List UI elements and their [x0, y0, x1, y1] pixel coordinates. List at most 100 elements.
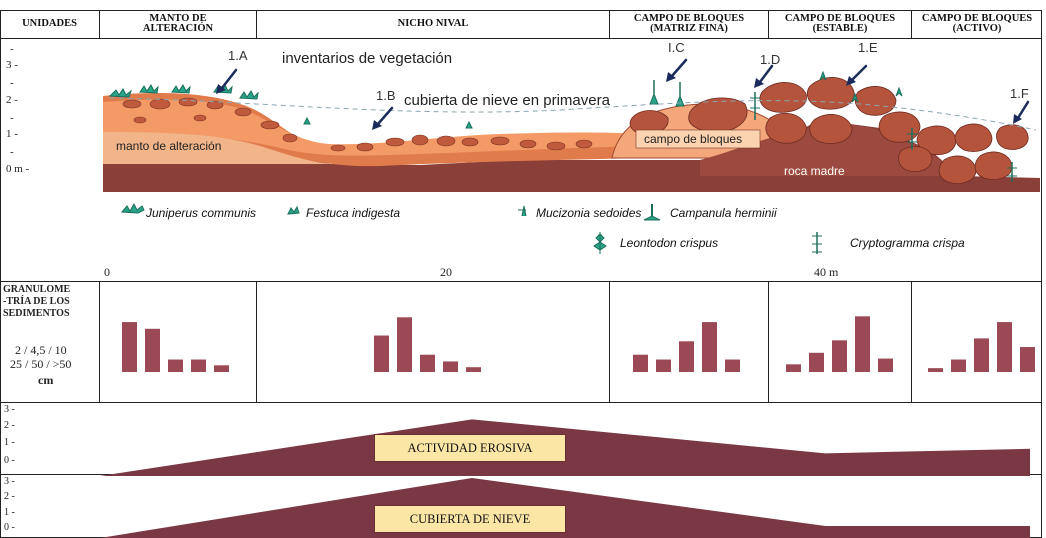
distance-20: 20 [440, 265, 452, 279]
mucizonia-icon [518, 205, 527, 217]
point-1b: 1.B [376, 88, 396, 103]
festuca-icon [287, 205, 300, 215]
gran-unit: cm [38, 373, 54, 387]
profile-y-3: 3 - [6, 59, 18, 71]
gran-bar-1-1 [397, 317, 412, 372]
profile-dash-1: - [10, 43, 14, 55]
header-units-label: UNIDADES [22, 18, 77, 29]
legend-leontodon: Leontodon crispus [620, 236, 719, 250]
gran-bar-1-4 [466, 367, 481, 372]
erosion-title: ACTIVIDAD EROSIVA [374, 434, 566, 462]
gran-bar-4-2 [974, 338, 989, 372]
legend-juniperus: Juniperus communis [146, 206, 257, 220]
gran-bar-2-0 [633, 354, 648, 372]
point-1f: 1.F [1010, 86, 1029, 101]
snow-title: CUBIERTA DE NIEVE [374, 505, 566, 533]
terrain-profile [103, 58, 1040, 192]
label-nieve: cubierta de nieve en primavera [404, 92, 610, 109]
distance-0: 0 [104, 265, 110, 279]
campo-label-box [635, 129, 761, 149]
erosion-y-1: 1 - [4, 437, 15, 448]
header-col-1-line1: NICHO NIVAL [397, 18, 469, 29]
gran-bar-4-3 [997, 322, 1012, 372]
profile-plants [108, 70, 1017, 182]
header-units: UNIDADES [0, 10, 99, 38]
profile-dash-3: - [10, 112, 14, 124]
header-col-3-line2: (ESTABLE) [812, 23, 868, 34]
erosion-y-0: 0 - [4, 455, 15, 466]
erosion-y-3: 3 - [4, 404, 15, 415]
header-col-1: NICHO NIVAL [257, 10, 609, 38]
juniperus-icon [120, 202, 145, 214]
gran-bar-3-0 [786, 364, 801, 372]
gran-classes-1: 2 / 4,5 / 10 [15, 343, 67, 357]
erosion-y-2: 2 - [4, 420, 15, 431]
header-col-4: CAMPO DE BLOQUES (ACTIVO) [912, 10, 1042, 38]
label-campo: campo de bloques [644, 132, 743, 146]
point-1c: I.C [668, 40, 685, 55]
gran-label-1: GRANULOME [3, 284, 71, 295]
boulders [629, 77, 1029, 184]
snow-y-1: 1 - [4, 507, 15, 518]
label-inventarios: inventarios de vegetación [282, 50, 453, 67]
manto-layer [103, 132, 330, 164]
header-col-4-line1: CAMPO DE BLOQUES [921, 13, 1033, 24]
profile-y-0: 0 m - [6, 163, 30, 175]
gran-bar-1-0 [374, 335, 389, 372]
gran-bar-3-3 [855, 316, 870, 372]
gran-bar-2-4 [725, 359, 740, 372]
gran-bar-0-3 [191, 359, 206, 372]
header-col-0: MANTO DE ALTERACIÓN [100, 10, 256, 38]
label-manto: manto de alteración [116, 139, 222, 153]
header-col-3-line1: CAMPO DE BLOQUES [784, 13, 896, 24]
distance-40: 40 m [814, 265, 839, 279]
gran-bar-4-4 [1020, 347, 1035, 372]
campanula-icon [643, 204, 661, 221]
legend-cryptogramma: Cryptogramma crispa [850, 236, 965, 250]
gran-bar-0-0 [122, 322, 137, 372]
profile-y-1: 1 - [6, 128, 18, 140]
gran-bar-3-4 [878, 358, 893, 372]
snow-y-0: 0 - [4, 522, 15, 533]
gran-classes-2: 25 / 50 / >50 [10, 357, 72, 371]
gran-label-2: -TRÍA DE LOS [3, 296, 70, 307]
header-col-2-line1: CAMPO DE BLOQUES [633, 13, 745, 24]
point-1d: 1.D [760, 52, 781, 67]
gran-bar-4-1 [951, 359, 966, 372]
header-col-2: CAMPO DE BLOQUES (MATRIZ FINA) [610, 10, 768, 38]
snow-y-2: 2 - [4, 491, 15, 502]
header-col-4-line2: (ACTIVO) [952, 23, 1002, 34]
gran-bar-4-0 [928, 368, 943, 372]
point-1a: 1.A [228, 48, 248, 63]
gran-bar-3-2 [832, 340, 847, 372]
granulometry-bars [122, 316, 1035, 372]
pebbles [122, 97, 593, 152]
snow-cover-line [109, 97, 1037, 131]
gran-bar-0-2 [168, 359, 183, 372]
gran-bar-2-2 [679, 341, 694, 372]
profile-dash-2: - [10, 77, 14, 89]
legend-icons [120, 202, 822, 254]
snow-y-3: 3 - [4, 476, 15, 487]
gran-label-3: SEDIMENTOS [3, 308, 70, 319]
gran-bar-2-1 [656, 359, 671, 372]
point-1e: 1.E [858, 40, 878, 55]
legend-mucizonia: Mucizonia sedoides [536, 206, 642, 220]
gran-bar-1-2 [420, 354, 435, 372]
header-col-2-line2: (MATRIZ FINA) [650, 23, 728, 34]
cryptogramma-icon [812, 232, 822, 254]
sample-arrows [216, 58, 1030, 130]
profile-y-2: 2 - [6, 94, 18, 106]
gran-bar-1-3 [443, 361, 458, 372]
header-col-0-line2: ALTERACIÓN [142, 23, 214, 34]
leontodon-icon [593, 232, 607, 254]
label-roca: roca madre [784, 164, 845, 178]
gran-bar-2-3 [702, 322, 717, 372]
legend-campanula: Campanula herminii [670, 206, 777, 220]
gran-bar-0-1 [145, 328, 160, 372]
profile-dash-4: - [10, 146, 14, 158]
header-col-3: CAMPO DE BLOQUES (ESTABLE) [769, 10, 911, 38]
gran-bar-0-4 [214, 365, 229, 372]
header-col-0-line1: MANTO DE [149, 13, 207, 24]
